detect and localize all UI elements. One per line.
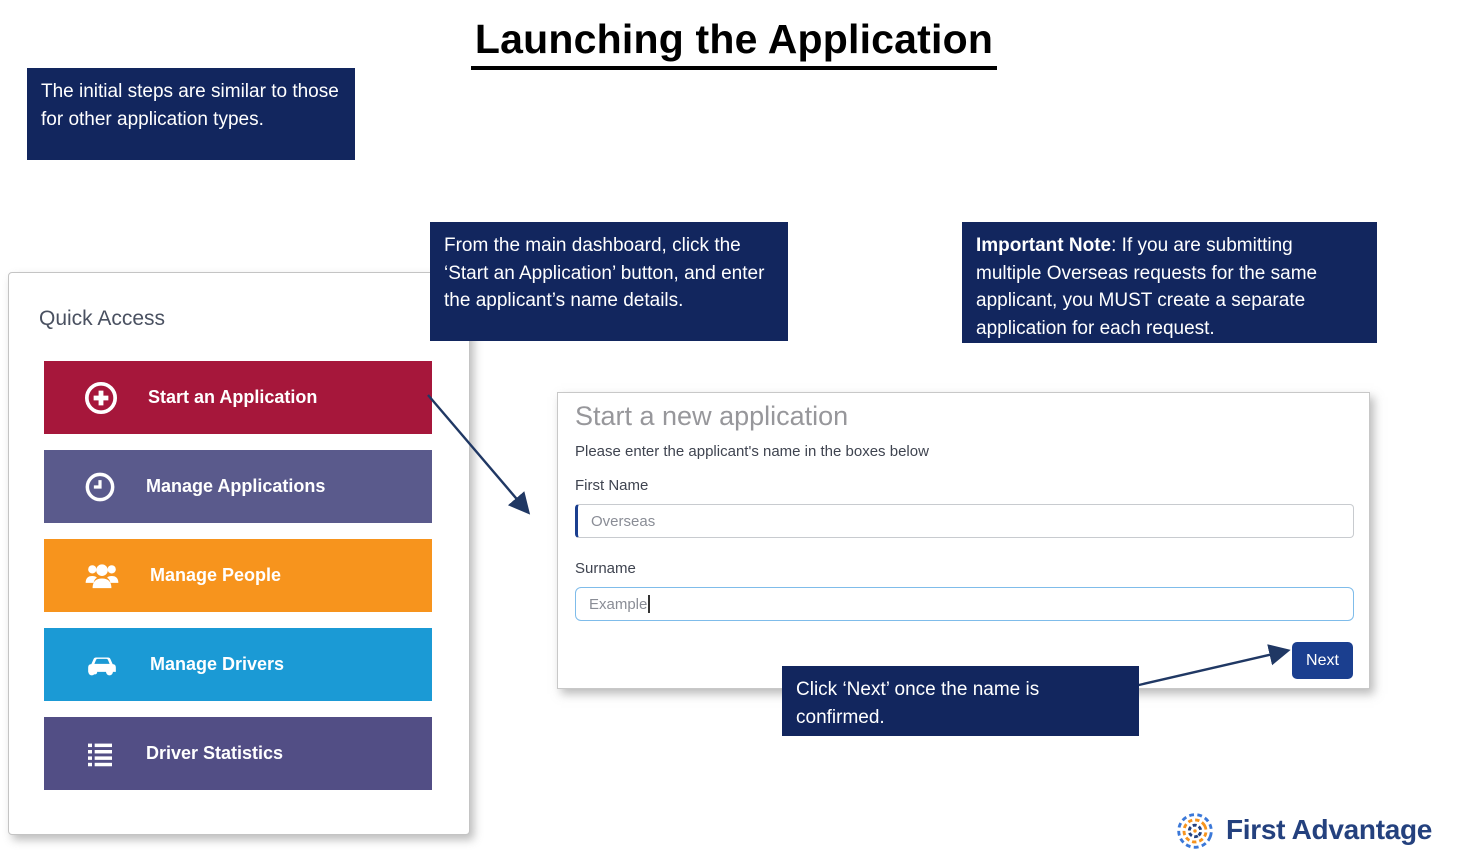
surname-value: Example [589, 595, 648, 613]
manage-people-label: Manage People [150, 565, 282, 585]
form-subtitle: Please enter the applicant's name in the… [575, 443, 929, 460]
surname-input[interactable]: Example [575, 587, 1354, 621]
manage-drivers-button[interactable]: Manage Drivers [44, 628, 432, 701]
quick-access-panel: Quick Access Start an Application Manage… [8, 272, 470, 835]
people-icon [85, 563, 119, 588]
intro-callout: The initial steps are similar to those f… [27, 68, 355, 160]
form-title: Start a new application [575, 401, 849, 431]
next-hint-callout: Click ‘Next’ once the name is confirmed. [782, 666, 1139, 736]
dashboard-callout: From the main dashboard, click the ‘Star… [430, 222, 788, 341]
quick-access-title: Quick Access [39, 307, 166, 330]
list-icon [88, 743, 112, 766]
important-note-callout: Important Note: If you are submitting mu… [962, 222, 1377, 343]
text-cursor [648, 595, 650, 613]
plus-circle-icon [84, 381, 118, 414]
important-note-bold: Important Note [976, 235, 1112, 256]
driver-statistics-label: Driver Statistics [146, 743, 284, 763]
start-application-label: Start an Application [148, 387, 318, 407]
clock-icon [85, 472, 115, 501]
surname-label: Surname [575, 560, 636, 577]
start-application-form: Start a new application Please enter the… [557, 392, 1370, 689]
quick-access-buttons: Start an Application Manage Applications… [44, 361, 432, 806]
next-button[interactable]: Next [1292, 642, 1353, 679]
page-title-container: Launching the Application [0, 16, 1468, 70]
driver-statistics-button[interactable]: Driver Statistics [44, 717, 432, 790]
fingerprint-icon [1177, 813, 1213, 849]
manage-people-button[interactable]: Manage People [44, 539, 432, 612]
manage-applications-button[interactable]: Manage Applications [44, 450, 432, 523]
important-note-text: : If you are submitting multiple Oversea… [976, 235, 1318, 340]
first-advantage-logo: First Advantage [1172, 806, 1432, 854]
page-title: Launching the Application [470, 16, 998, 70]
first-name-label: First Name [575, 477, 649, 494]
manage-drivers-label: Manage Drivers [150, 654, 285, 674]
first-name-input[interactable]: Overseas [575, 504, 1354, 538]
first-name-value: Overseas [591, 512, 656, 530]
start-application-button[interactable]: Start an Application [44, 361, 432, 434]
car-icon [88, 657, 116, 675]
manage-applications-label: Manage Applications [146, 476, 326, 496]
logo-wordmark: First Advantage [1226, 814, 1433, 845]
